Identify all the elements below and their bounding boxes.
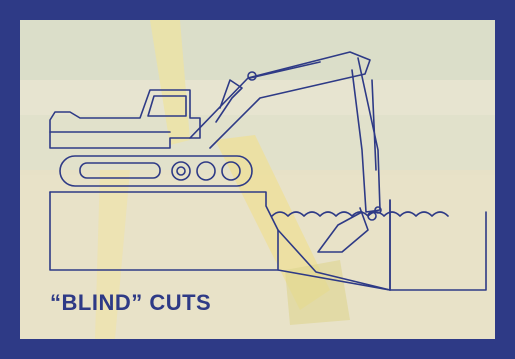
- excavator-drawing: [49, 51, 487, 291]
- photo-boom-lower: [215, 135, 330, 310]
- stick-cylinder: [371, 79, 377, 171]
- photo-machine: [285, 260, 350, 325]
- photo-boom-left: [95, 170, 130, 339]
- track-inner: [79, 162, 161, 179]
- background-photo: “BLIND” CUTS: [20, 20, 495, 339]
- track-wheel-3: [221, 161, 241, 181]
- ground-left: [49, 191, 279, 271]
- photo-boom-upper: [150, 20, 190, 145]
- boom-cylinder: [215, 79, 243, 123]
- track-wheel-1-hub: [176, 166, 186, 176]
- track-wheel-1: [171, 161, 191, 181]
- excavator-body: [49, 89, 201, 149]
- track-outline: [59, 155, 253, 187]
- cut-slope: [277, 229, 391, 291]
- track-wheel-2: [196, 161, 216, 181]
- boom-line: [249, 61, 321, 79]
- illustration: [20, 20, 495, 339]
- bucket: [317, 207, 369, 253]
- slide-caption: “BLIND” CUTS: [50, 290, 212, 315]
- water-surface: [271, 211, 449, 217]
- cab-window: [147, 95, 187, 117]
- cut-right: [389, 199, 487, 291]
- photo-sky: [20, 20, 495, 80]
